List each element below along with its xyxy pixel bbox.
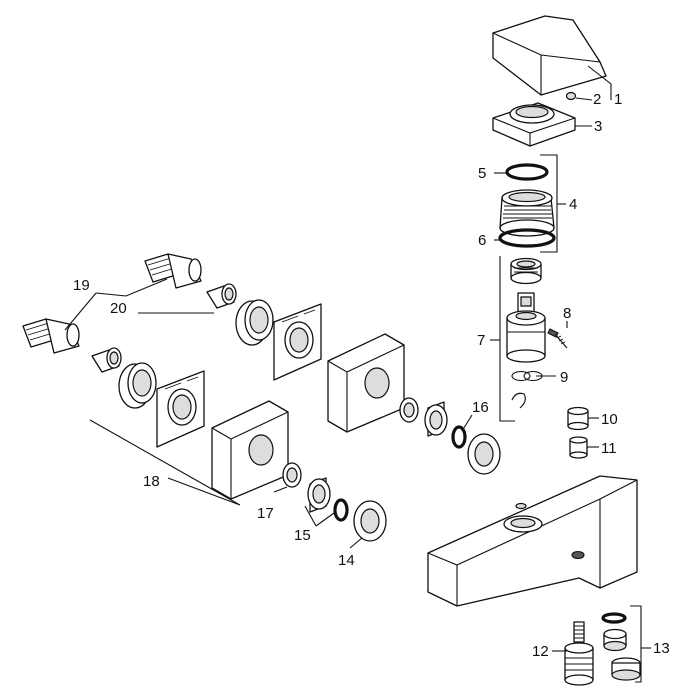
nut-upper bbox=[235, 299, 274, 346]
label-9: 9 bbox=[560, 369, 568, 386]
part-3-handle-base bbox=[492, 102, 576, 147]
part-19-connector-lower bbox=[22, 318, 80, 354]
part-14-nut bbox=[353, 500, 387, 542]
part-5-o-ring bbox=[505, 163, 549, 181]
part-15-connector bbox=[307, 477, 331, 513]
label-11: 11 bbox=[601, 440, 617, 457]
part-16-o-ring bbox=[451, 425, 467, 449]
nut-lower bbox=[118, 362, 157, 409]
label-16: 16 bbox=[472, 399, 489, 416]
label-7: 7 bbox=[477, 332, 485, 349]
label-15: 15 bbox=[294, 527, 311, 544]
label-5: 5 bbox=[478, 165, 486, 182]
label-1: 1 bbox=[614, 91, 622, 108]
part-18-plate-lower bbox=[156, 370, 205, 448]
label-20: 20 bbox=[110, 300, 127, 317]
washer-upper bbox=[399, 397, 419, 423]
part-20-sleeve-lower bbox=[91, 347, 122, 373]
label-6: 6 bbox=[478, 232, 486, 249]
part-13-aerator-set bbox=[601, 612, 641, 681]
part-8-screw bbox=[547, 328, 568, 349]
part-17-washer bbox=[282, 462, 302, 488]
label-2: 2 bbox=[593, 91, 601, 108]
part-16-connector bbox=[424, 401, 448, 437]
label-3: 3 bbox=[594, 118, 602, 135]
label-18: 18 bbox=[143, 473, 160, 490]
label-14: 14 bbox=[338, 552, 355, 569]
part-18-plate-upper bbox=[273, 303, 322, 381]
part-12-diverter bbox=[564, 621, 594, 686]
part-6-o-ring bbox=[498, 228, 556, 248]
label-13: 13 bbox=[653, 640, 670, 657]
part-19-connector-upper bbox=[144, 253, 202, 289]
part-10-cap bbox=[567, 406, 589, 431]
spout-body bbox=[427, 475, 638, 607]
part-1-handle-lever bbox=[492, 15, 607, 96]
cover-rosette-lower bbox=[211, 400, 289, 500]
part-labels: 1 2 3 4 5 6 7 8 9 10 11 12 13 14 15 16 1… bbox=[73, 91, 670, 660]
cover-rosette-upper bbox=[327, 333, 405, 433]
part-15-o-ring bbox=[333, 498, 349, 522]
label-4: 4 bbox=[569, 196, 577, 213]
label-17: 17 bbox=[257, 505, 274, 522]
label-12: 12 bbox=[532, 643, 549, 660]
label-19: 19 bbox=[73, 277, 90, 294]
nut-right-upper bbox=[467, 433, 501, 475]
part-20-sleeve-upper bbox=[206, 283, 237, 309]
leader-lines bbox=[64, 65, 651, 683]
label-8: 8 bbox=[563, 305, 571, 322]
part-2-set-screw bbox=[565, 91, 577, 101]
part-7-cartridge bbox=[506, 257, 546, 363]
part-9-clips bbox=[511, 370, 543, 409]
part-11-cap bbox=[569, 436, 588, 459]
label-10: 10 bbox=[601, 411, 618, 428]
